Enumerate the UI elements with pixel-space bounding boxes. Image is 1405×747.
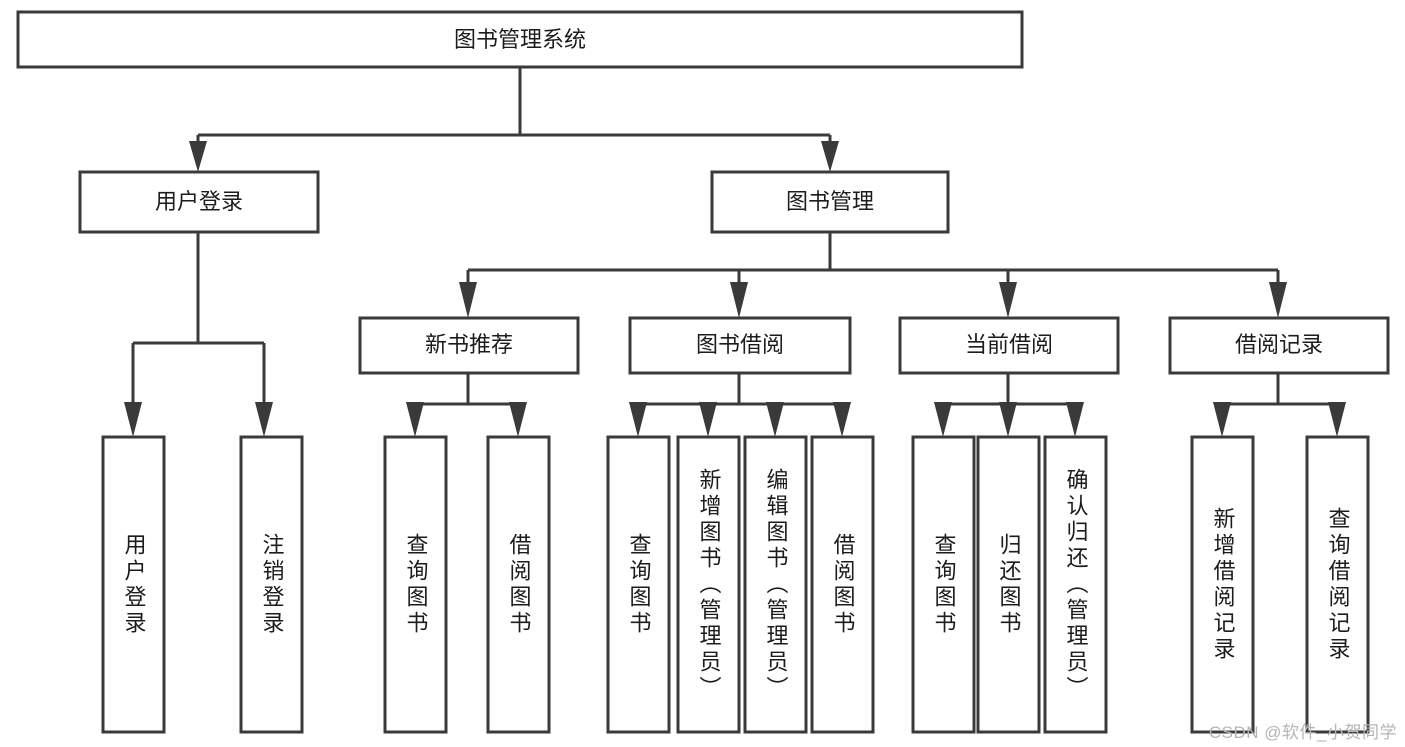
arrow-head-leaf-bb-4 xyxy=(833,402,851,437)
arrow-head-leaf-nbr-2 xyxy=(509,402,527,437)
node-new-book-recommend[interactable]: 新书推荐 xyxy=(358,316,580,375)
arrow-head-leaf-br-2 xyxy=(1328,402,1346,437)
leaf-node[interactable]: 查询借阅记录 xyxy=(1305,435,1370,734)
connector-group-book-manage xyxy=(459,232,1287,318)
node-current-borrow[interactable]: 当前借阅 xyxy=(898,316,1120,375)
arrow-head-leaf-br-1 xyxy=(1213,402,1231,437)
arrow-head-borrow-record xyxy=(1269,282,1287,318)
leaf-node[interactable]: 查询图书 xyxy=(606,435,671,734)
node-book-borrow[interactable]: 图书借阅 xyxy=(628,316,852,375)
arrow-head-book-borrow xyxy=(730,282,748,318)
arrow-head-leaf-cb-3 xyxy=(1066,402,1084,437)
leaf-node[interactable]: 新增借阅记录 xyxy=(1190,435,1255,734)
leaf-user-login-box[interactable] xyxy=(101,435,166,734)
leaf-br-query-record-label: 查询借阅记录 xyxy=(1326,507,1351,663)
connector-group-book-borrow xyxy=(629,373,851,437)
arrow-head-book-manage xyxy=(821,141,839,172)
connector-group-user-login xyxy=(124,232,273,437)
leaf-bb-query-book-box[interactable] xyxy=(606,435,671,734)
leaf-cb-query-book-box[interactable] xyxy=(911,435,976,734)
leaf-logout-label: 注销登录 xyxy=(260,533,285,637)
arrow-head-leaf-bb-3 xyxy=(766,402,784,437)
arrow-head-leaf-bb-1 xyxy=(629,402,647,437)
leaf-node[interactable]: 用户登录 xyxy=(101,435,166,734)
node-borrow-record[interactable]: 借阅记录 xyxy=(1168,316,1390,375)
arrow-head-new-book-recommend xyxy=(459,282,477,318)
leaf-cb-return-book-label: 归还图书 xyxy=(997,533,1022,637)
connector-group-root xyxy=(189,67,839,172)
node-user-login[interactable]: 用户登录 xyxy=(78,170,320,234)
leaf-br-add-record-label: 新增借阅记录 xyxy=(1211,507,1236,663)
node-root-box[interactable] xyxy=(16,10,1024,69)
node-user-login-label: 用户登录 xyxy=(155,189,243,214)
leaf-cb-confirm-return-label: 确认归还（管理员） xyxy=(1064,468,1089,702)
node-book-manage[interactable]: 图书管理 xyxy=(710,170,950,234)
node-book-borrow-label: 图书借阅 xyxy=(696,332,784,357)
node-book-borrow-box[interactable] xyxy=(628,316,852,375)
node-root[interactable]: 图书管理系统 xyxy=(16,10,1024,69)
leaf-node[interactable]: 编辑图书（管理员） xyxy=(743,435,808,734)
arrow-head-leaf-cb-2 xyxy=(999,402,1017,437)
arrow-head-user-login xyxy=(189,141,207,172)
leaf-node[interactable]: 确认归还（管理员） xyxy=(1043,435,1108,734)
leaf-bb-edit-book-box[interactable] xyxy=(743,435,808,734)
leaf-node[interactable]: 新增图书（管理员） xyxy=(676,435,741,734)
arrow-head-leaf-nbr-1 xyxy=(406,402,424,437)
leaf-cb-query-book-label: 查询图书 xyxy=(932,533,957,637)
arrow-head-leaf-user-login-1 xyxy=(124,402,142,437)
leaf-node[interactable]: 查询图书 xyxy=(911,435,976,734)
leaf-node[interactable]: 归还图书 xyxy=(976,435,1041,734)
leaf-br-add-record-box[interactable] xyxy=(1190,435,1255,734)
node-new-book-recommend-label: 新书推荐 xyxy=(425,332,513,357)
arrow-head-current-borrow xyxy=(999,282,1017,318)
leaf-nbr-query-book-label: 查询图书 xyxy=(404,533,429,637)
leaf-bb-add-book-label: 新增图书（管理员） xyxy=(697,468,722,702)
leaf-cb-return-book-box[interactable] xyxy=(976,435,1041,734)
leaf-nbr-borrow-book-box[interactable] xyxy=(486,435,551,734)
arrow-head-leaf-bb-2 xyxy=(699,402,717,437)
leaf-br-query-record-box[interactable] xyxy=(1305,435,1370,734)
node-current-borrow-box[interactable] xyxy=(898,316,1120,375)
leaf-user-login-label: 用户登录 xyxy=(122,533,147,637)
node-new-book-recommend-box[interactable] xyxy=(358,316,580,375)
node-user-login-box[interactable] xyxy=(78,170,320,234)
leaf-nbr-borrow-book-label: 借阅图书 xyxy=(507,533,532,637)
leaf-bb-add-book-box[interactable] xyxy=(676,435,741,734)
node-current-borrow-label: 当前借阅 xyxy=(965,332,1053,357)
leaf-node[interactable]: 借阅图书 xyxy=(810,435,875,734)
leaf-bb-edit-book-label: 编辑图书（管理员） xyxy=(764,468,789,702)
node-book-manage-label: 图书管理 xyxy=(786,189,874,214)
node-borrow-record-box[interactable] xyxy=(1168,316,1390,375)
leaf-node[interactable]: 注销登录 xyxy=(239,435,304,734)
leaf-logout-box[interactable] xyxy=(239,435,304,734)
leaf-bb-query-book-label: 查询图书 xyxy=(627,533,652,637)
connector-group-new-book-recommend xyxy=(406,373,527,437)
leaf-bb-borrow-book-label: 借阅图书 xyxy=(831,533,856,637)
leaf-nbr-query-book-box[interactable] xyxy=(383,435,448,734)
leaf-node[interactable]: 查询图书 xyxy=(383,435,448,734)
node-book-manage-box[interactable] xyxy=(710,170,950,234)
leaf-bb-borrow-book-box[interactable] xyxy=(810,435,875,734)
connector-group-current-borrow xyxy=(934,373,1084,437)
connector-group-borrow-record xyxy=(1213,373,1346,437)
leaf-cb-confirm-return-box[interactable] xyxy=(1043,435,1108,734)
arrow-head-leaf-user-login-2 xyxy=(255,402,273,437)
node-root-label: 图书管理系统 xyxy=(454,27,586,52)
arrow-head-leaf-cb-1 xyxy=(934,402,952,437)
leaf-node[interactable]: 借阅图书 xyxy=(486,435,551,734)
node-borrow-record-label: 借阅记录 xyxy=(1235,332,1323,357)
